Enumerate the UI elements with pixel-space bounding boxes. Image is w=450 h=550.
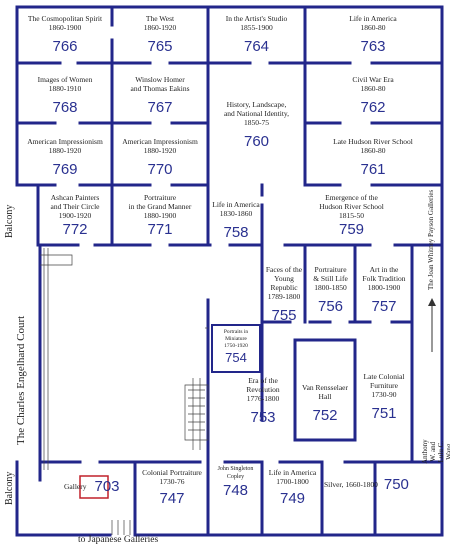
room-765-name: The West 1860-1920 [143,14,177,32]
room-770-name: American Impressionism 1880-1920 [122,137,198,155]
room-751-name: Late Colonial Furniture 1730-90 [363,372,405,399]
room-763-number: 763 [360,38,386,55]
room-771-name: Portraiture in the Grand Manner 1880-190… [128,193,192,220]
room-754[interactable]: Portraits in Miniature 1750-1920 754 [212,329,260,365]
room-767-name: Winslow Homer and Thomas Eakins [130,75,190,93]
room-763[interactable]: Life in America 1860-80 763 [307,14,439,55]
room-747-name: Colonial Portraiture 1730-76 [142,468,202,486]
room-760-name: History, Landscape, and National Identit… [223,100,290,127]
room-764[interactable]: In the Artist's Studio 1855-1900 764 [210,14,303,55]
wang-galleries-label: Anthony W. and Lulu C. Wang Galleries of… [421,439,450,464]
room-759[interactable]: Emergence of the Hudson River School 181… [264,193,439,238]
room-772-number: 772 [62,221,88,238]
room-771[interactable]: Portraiture in the Grand Manner 1880-190… [114,193,206,238]
gallery-703-marker [79,475,109,499]
room-756[interactable]: Portraiture & Still Life 1800-1850 756 [307,265,354,315]
room-749[interactable]: Life in America 1700-1800 749 [264,468,321,507]
room-754-number: 754 [225,350,247,365]
room-760-number: 760 [243,133,270,150]
room-762-name: Civil War Era 1860-80 [352,75,394,93]
room-762[interactable]: Civil War Era 1860-80 762 [307,75,439,116]
room-762-number: 762 [360,99,386,116]
room-757-name: Art in the Folk Tradition 1800-1900 [362,265,406,292]
room-753[interactable]: Era of the Revolution 1776-1800 753 [236,376,290,426]
room-749-number: 749 [279,490,306,507]
room-766-name: The Cosmopolitan Spirit 1860-1900 [27,14,103,32]
room-752-number: 752 [312,407,338,424]
balcony-top-label: Balcony [4,204,15,238]
japanese-galleries-label[interactable]: to Japanese Galleries [78,535,159,545]
room-756-name: Portraiture & Still Life 1800-1850 [313,265,348,292]
room-750[interactable]: Silver, 1660-1800 750 [324,475,442,493]
room-765[interactable]: The West 1860-1920 765 [114,14,206,55]
room-770[interactable]: American Impressionism 1880-1920 770 [114,137,206,178]
room-703-name: Gallery [64,481,87,491]
room-764-number: 764 [243,38,270,55]
room-768[interactable]: Images of Women 1880-1910 768 [20,75,110,116]
room-759-name: Emergence of the Hudson River School 181… [319,193,384,220]
room-766-number: 766 [52,38,78,55]
room-767-number: 767 [147,99,173,116]
room-755-name: Faces of the Young Republic 1789-1800 [265,265,303,301]
room-758[interactable]: Life in America 1830-1860 758 [210,200,262,241]
room-772-name: Ashcan Painters and Their Circle 1900-19… [50,193,100,220]
room-750-number: 750 [383,475,409,493]
room-770-number: 770 [147,161,173,178]
room-761[interactable]: Late Hudson River School 1860-80 761 [307,137,439,178]
room-757-number: 757 [371,298,397,315]
room-748-number: 748 [222,482,249,499]
room-769[interactable]: American Impressionism 1880-1920 769 [20,137,110,178]
room-751[interactable]: Late Colonial Furniture 1730-90 751 [358,372,410,422]
room-771-number: 771 [147,221,173,238]
payson-galleries-label: The Joan Whitney Payson Galleries [427,189,435,290]
room-753-number: 753 [250,409,276,426]
room-752[interactable]: Van Rensselaer Hall 752 [297,383,353,424]
room-747-number: 747 [159,490,185,507]
room-751-number: 751 [371,405,397,422]
room-763-name: Life in America 1860-80 [349,14,397,32]
room-769-name: American Impressionism 1880-1920 [27,137,103,155]
room-766[interactable]: The Cosmopolitan Spirit 1860-1900 766 [20,14,110,55]
room-759-number: 759 [338,221,365,238]
room-768-name: Images of Women 1880-1910 [37,75,93,93]
room-753-name: Era of the Revolution 1776-1800 [246,376,280,403]
room-761-name: Late Hudson River School 1860-80 [333,137,413,155]
room-760[interactable]: History, Landscape, and National Identit… [210,100,303,150]
court-label: The Charles Engelhard Court [15,315,27,445]
room-747[interactable]: Colonial Portraiture 1730-76 747 [137,468,207,507]
room-772[interactable]: Ashcan Painters and Their Circle 1900-19… [40,193,110,238]
room-767[interactable]: Winslow Homer and Thomas Eakins 767 [114,75,206,116]
room-703[interactable]: Gallery 703 [64,477,134,495]
room-768-number: 768 [52,99,78,116]
room-764-name: In the Artist's Studio 1855-1900 [225,14,288,32]
room-769-number: 769 [52,161,78,178]
room-765-number: 765 [147,38,173,55]
room-748[interactable]: John Singleton Copley 748 [210,466,261,499]
room-758-name: Life in America 1830-1860 [212,200,260,218]
room-754-name: Portraits in Miniature 1750-1920 [223,329,249,349]
room-749-name: Life in America 1700-1800 [268,468,317,486]
room-757[interactable]: Art in the Folk Tradition 1800-1900 757 [357,265,411,315]
room-758-number: 758 [223,224,249,241]
room-752-name: Van Rensselaer Hall [301,383,349,401]
room-748-name: John Singleton Copley [217,466,254,480]
room-755[interactable]: Faces of the Young Republic 1789-1800 75… [264,265,304,324]
balcony-bottom-label: Balcony [4,471,15,505]
room-756-number: 756 [317,298,344,315]
room-703-number: 703 [94,477,120,495]
room-750-name: Silver, 1660-1800 [324,479,378,489]
room-755-number: 755 [271,307,297,324]
room-761-number: 761 [360,161,386,178]
